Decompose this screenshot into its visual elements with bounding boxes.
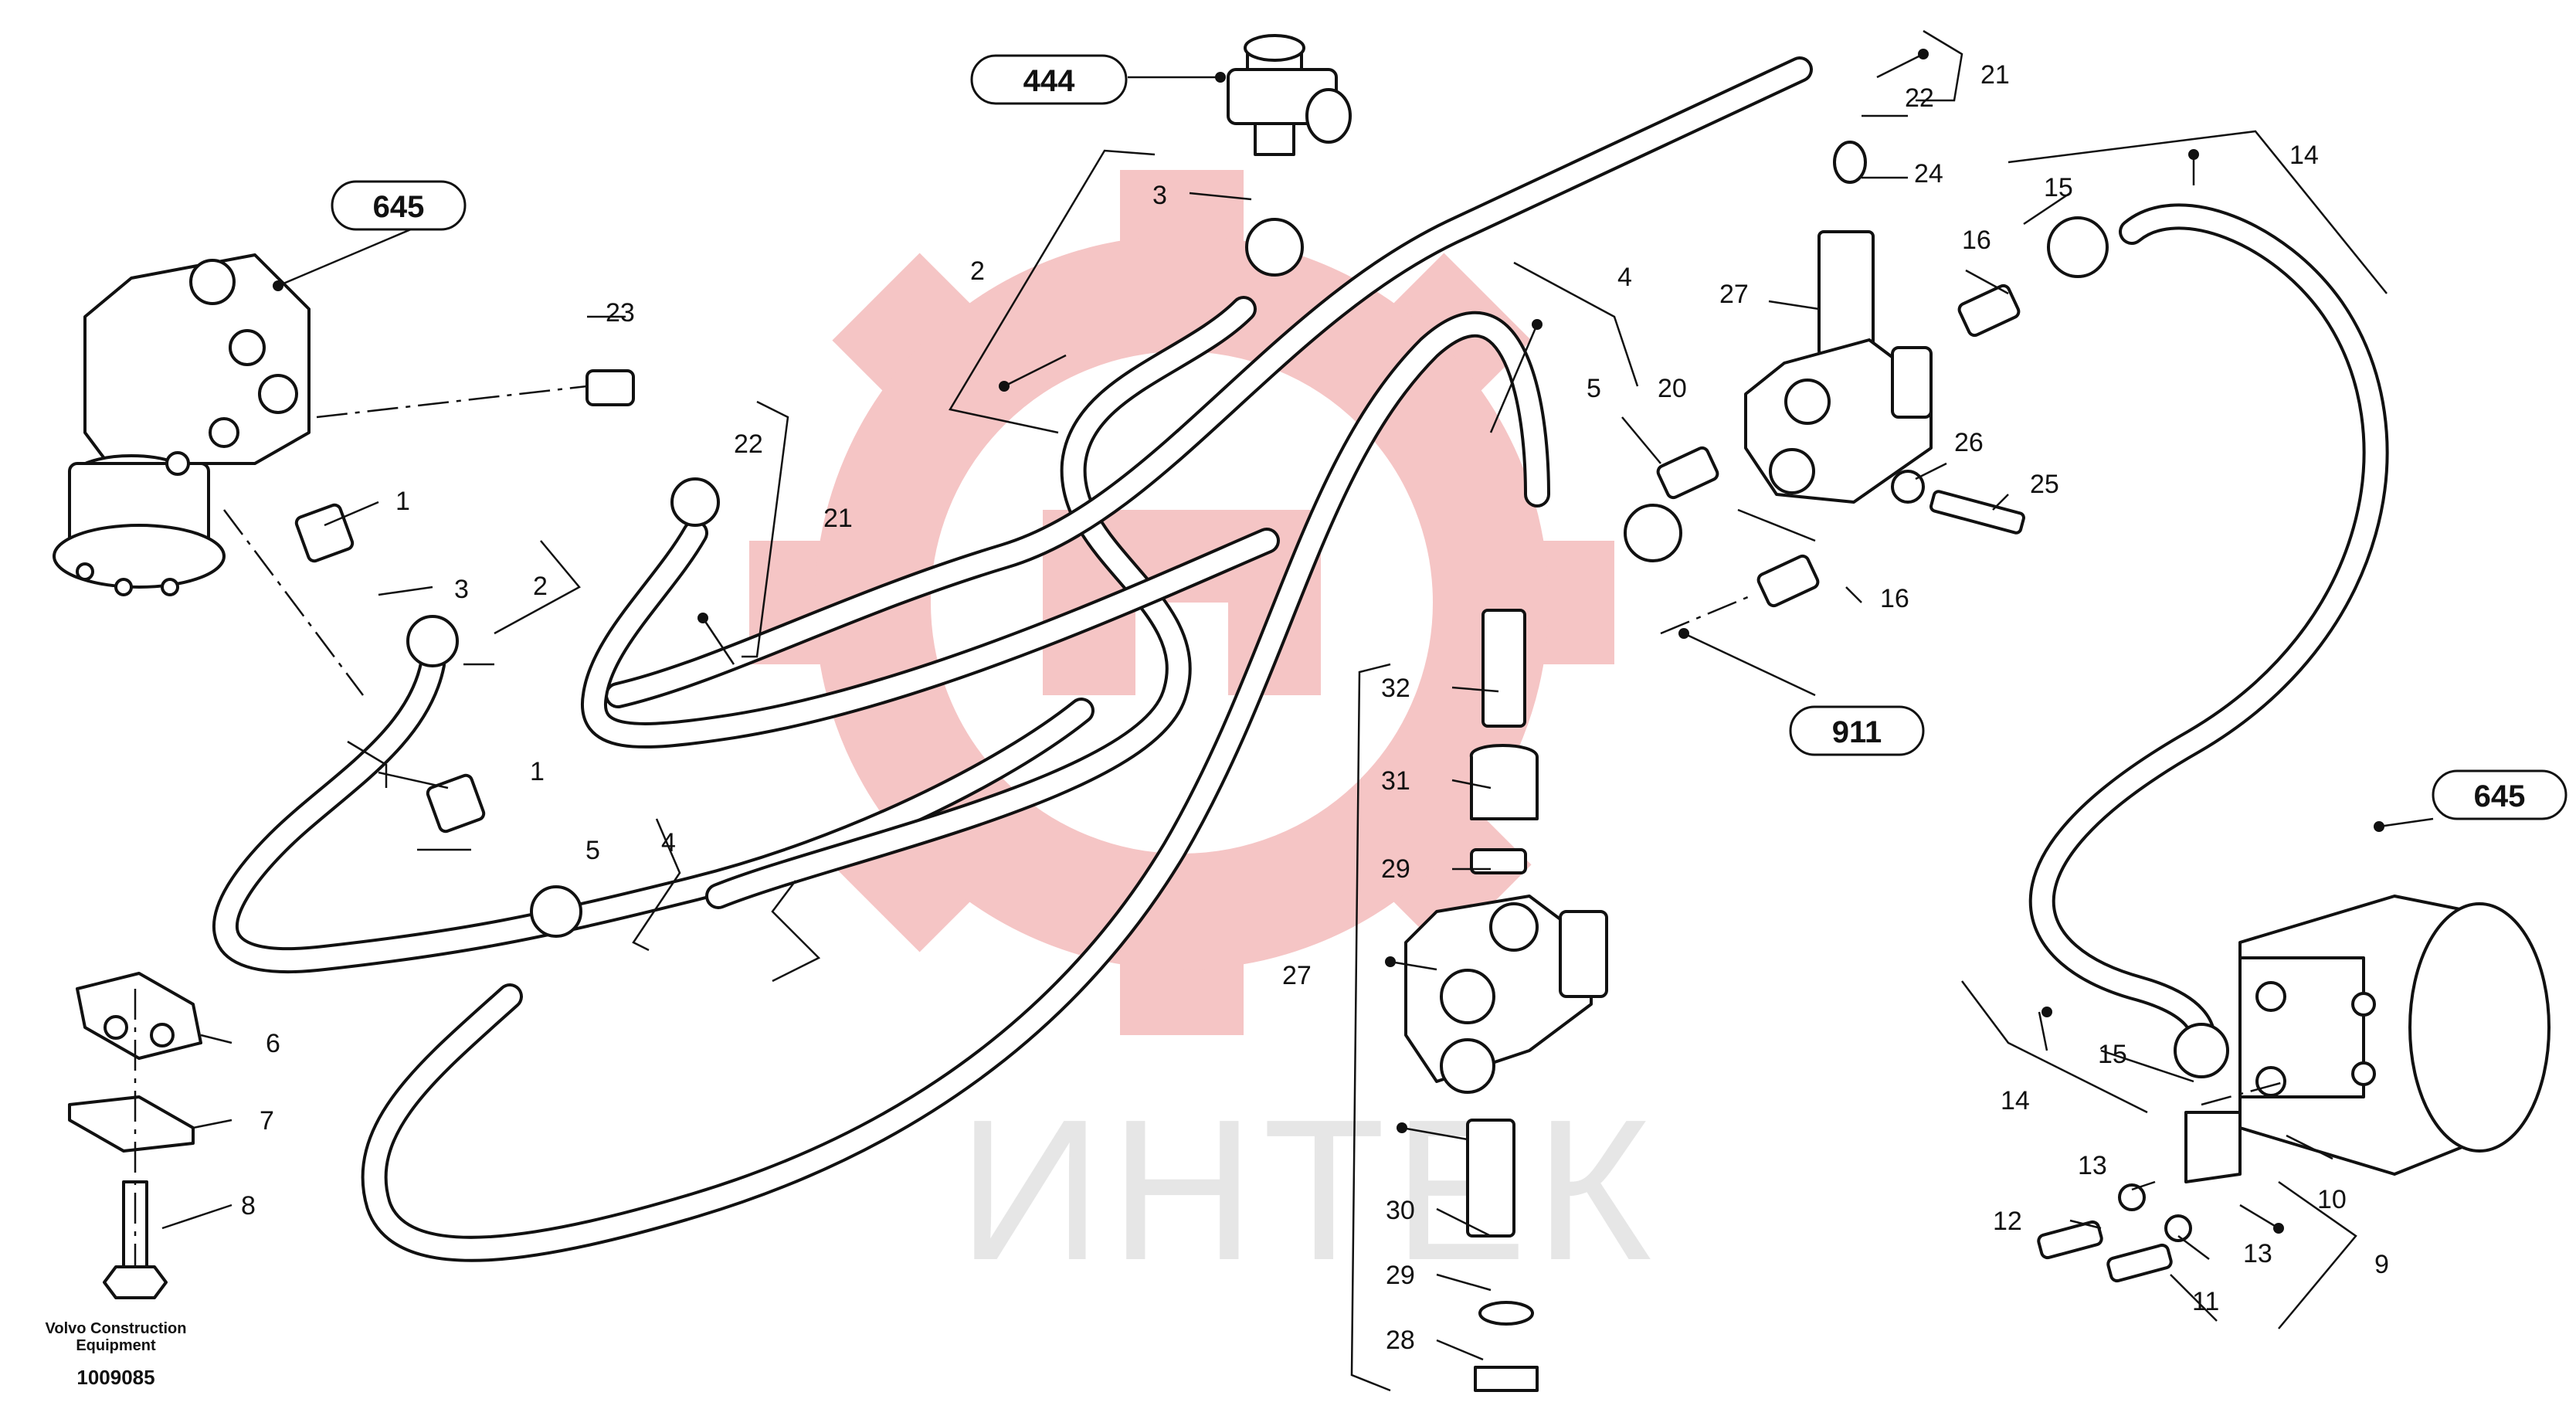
tee-fitting bbox=[1227, 34, 1352, 156]
callout-5: 5 bbox=[585, 836, 600, 865]
ref-645-left[interactable]: 645 bbox=[331, 180, 467, 231]
callout-25: 25 bbox=[2030, 470, 2059, 499]
maker-line-1: Volvo Construction bbox=[46, 1320, 187, 1337]
hose-21-top bbox=[605, 56, 1813, 708]
hose-14-right bbox=[2028, 203, 2389, 1064]
valve-block-lower bbox=[1404, 609, 1608, 1392]
ref-911[interactable]: 911 bbox=[1789, 705, 1925, 756]
callout-14: 14 bbox=[2289, 141, 2319, 170]
callout-26: 26 bbox=[1954, 428, 1984, 457]
callout-6: 6 bbox=[266, 1029, 280, 1058]
callout-15: 15 bbox=[2044, 173, 2073, 202]
footer-caption: Volvo Construction Equipment 1009085 bbox=[46, 1320, 187, 1389]
callout-32: 32 bbox=[1381, 674, 1410, 703]
callout-1: 1 bbox=[530, 757, 545, 786]
callout-21: 21 bbox=[823, 504, 853, 533]
callout-3: 3 bbox=[1152, 181, 1167, 210]
callout-7: 7 bbox=[260, 1106, 274, 1136]
valve-block-upper bbox=[1744, 141, 1933, 504]
callout-3: 3 bbox=[454, 575, 469, 604]
callout-2: 2 bbox=[970, 256, 985, 286]
ref-444[interactable]: 444 bbox=[970, 54, 1128, 105]
callout-10: 10 bbox=[2317, 1185, 2347, 1214]
callout-11: 11 bbox=[2192, 1287, 2219, 1316]
callout-13: 13 bbox=[2243, 1239, 2272, 1268]
callout-29: 29 bbox=[1386, 1261, 1415, 1290]
fittings bbox=[294, 216, 2242, 1283]
callout-24: 24 bbox=[1914, 159, 1943, 188]
callout-20: 20 bbox=[1658, 374, 1687, 403]
callout-15: 15 bbox=[2098, 1040, 2127, 1069]
callout-13: 13 bbox=[2078, 1151, 2107, 1180]
callout-labels: 1 1 2 2 3 3 4 4 5 5 6 7 8 9 10 11 12 13 … bbox=[241, 60, 2389, 1355]
svg-text:645: 645 bbox=[373, 190, 425, 224]
callout-30: 30 bbox=[1386, 1196, 1415, 1225]
ref-645-right[interactable]: 645 bbox=[2432, 769, 2568, 820]
document-number: 1009085 bbox=[76, 1366, 154, 1389]
svg-text:444: 444 bbox=[1023, 64, 1075, 98]
leaders bbox=[161, 29, 2434, 1392]
clamp-parts bbox=[68, 972, 202, 1299]
watermark-text: ИНТЕК bbox=[958, 1078, 1659, 1302]
hoses bbox=[212, 56, 2389, 1262]
callout-31: 31 bbox=[1381, 766, 1410, 796]
callout-22: 22 bbox=[734, 429, 763, 459]
steering-unit bbox=[53, 253, 311, 596]
callout-8: 8 bbox=[241, 1191, 256, 1221]
callout-4: 4 bbox=[661, 828, 676, 857]
callout-9: 9 bbox=[2374, 1250, 2389, 1279]
callout-1: 1 bbox=[395, 487, 410, 516]
callout-22: 22 bbox=[1905, 83, 1934, 113]
svg-text:911: 911 bbox=[1832, 715, 1882, 749]
hydraulic-pump bbox=[2238, 895, 2551, 1176]
callout-2: 2 bbox=[533, 572, 548, 601]
svg-text:645: 645 bbox=[2474, 779, 2526, 813]
callout-16: 16 bbox=[1880, 584, 1909, 613]
callout-4: 4 bbox=[1617, 263, 1632, 292]
callout-5: 5 bbox=[1587, 374, 1601, 403]
callout-29: 29 bbox=[1381, 854, 1410, 884]
callout-12: 12 bbox=[1993, 1207, 2022, 1236]
hose-2-left bbox=[212, 651, 1095, 974]
callout-16: 16 bbox=[1962, 226, 1991, 255]
centerlines bbox=[134, 385, 2287, 1267]
hose-2-right bbox=[705, 296, 1257, 909]
callout-27: 27 bbox=[1282, 961, 1312, 990]
hose-21-left bbox=[580, 520, 1280, 749]
callout-21: 21 bbox=[1980, 60, 2010, 90]
hose-4-long bbox=[361, 311, 1550, 1262]
callout-14: 14 bbox=[2001, 1086, 2030, 1115]
callout-23: 23 bbox=[606, 298, 635, 328]
maker-line-2: Equipment bbox=[76, 1337, 156, 1354]
callout-28: 28 bbox=[1386, 1326, 1415, 1355]
callout-27: 27 bbox=[1719, 280, 1749, 309]
